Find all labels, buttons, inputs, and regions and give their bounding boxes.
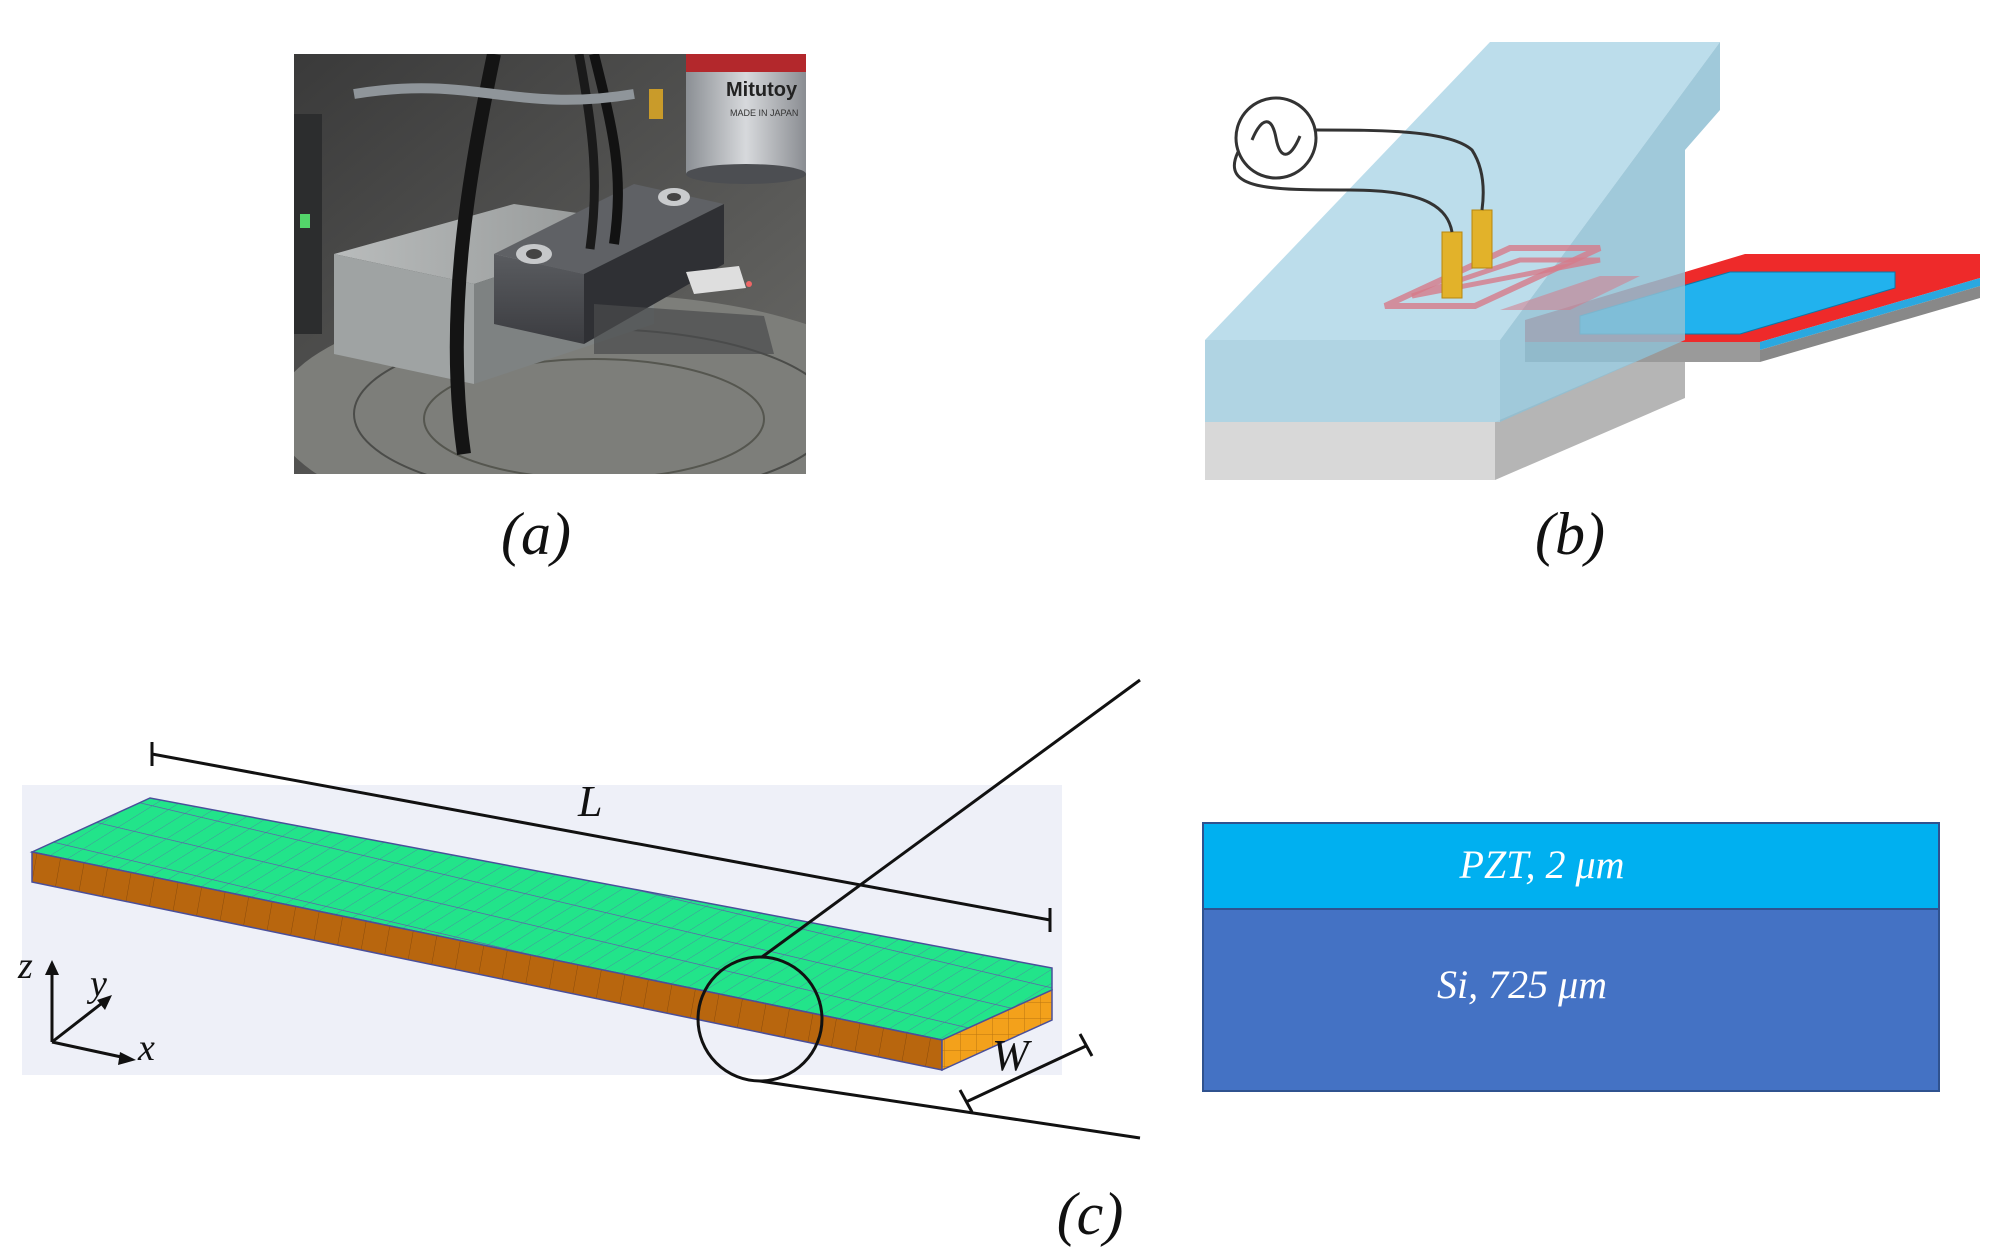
electrode-trace-1 [1383,245,1602,309]
zoom-leader-bottom [759,1079,1141,1140]
beam-end-surface [941,988,1053,1072]
axis-label-x: x [137,1027,155,1069]
micrometer-brand-text: Mitutoy [726,79,798,101]
device-schematic [1205,42,1980,480]
caption-b: (b) [1535,501,1605,567]
gold-contact-2 [1471,209,1493,269]
width-dimension-line [965,1044,1087,1104]
length-dimension-line [151,752,1051,922]
caption-c: (c) [1056,1181,1124,1247]
width-label: W [992,1031,1032,1080]
layer-stack: PZT, 2 μm Si, 725 μm [1202,822,1940,1092]
si-layer-label: Si, 725 μm [1437,962,1607,1007]
si-layer [1202,908,1940,1092]
layer-stack-diagram: PZT, 2 μm Si, 725 μm [1202,822,1940,1092]
wire-1 [1315,128,1485,211]
glass-block-top [1205,42,1720,340]
fe-mesh-model: L W z y x [17,678,1141,1140]
pzt-layer-label: PZT, 2 μm [1459,842,1625,887]
cantilever-blue-strip [1760,278,1980,350]
glass-block-front [1205,340,1500,422]
panel-b-schematic [1180,20,1990,490]
experimental-setup-photo: Mitutoy MADE IN JAPAN [294,54,806,474]
panel-a-photo: Mitutoy MADE IN JAPAN [294,54,806,474]
base-block-front [1205,422,1495,480]
electrode-pad [1500,276,1640,310]
glass-block-side [1500,42,1720,422]
zoom-leader-top [761,678,1141,959]
length-label: L [577,777,602,826]
cantilever-gray-edge [1760,286,1980,362]
electrode-trace-2 [1411,257,1601,299]
axis-label-y: y [86,963,107,1005]
coordinate-axes: z y x [17,945,155,1069]
wire-2 [1232,151,1454,233]
caption-a: (a) [501,501,571,567]
base-block-side [1495,340,1685,480]
panel-c-mesh: L W z y x [0,650,1160,1170]
axis-label-z: z [17,945,33,987]
micrometer-subtext: MADE IN JAPAN [730,108,798,118]
gold-contact-1 [1441,231,1463,299]
sine-wave-icon [1250,120,1302,156]
width-tick-right [1078,1033,1094,1057]
width-tick-left [958,1089,974,1113]
